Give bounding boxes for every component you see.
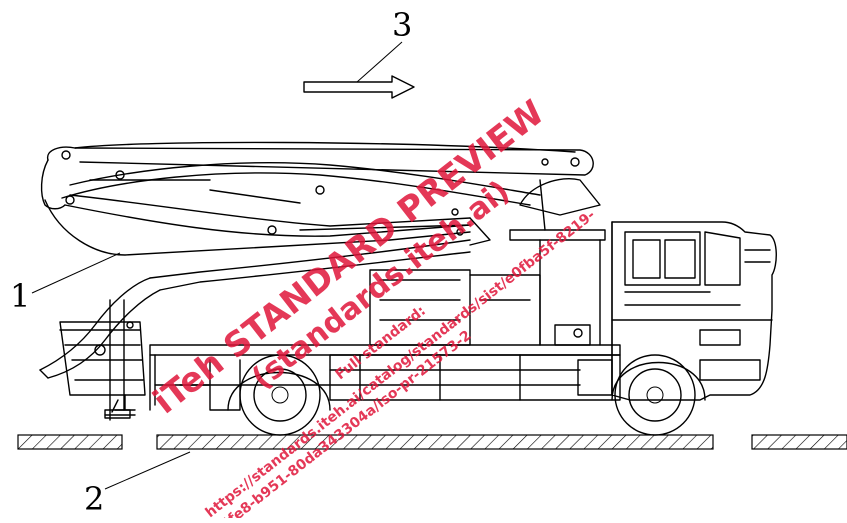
travel-direction-arrow [303,75,415,99]
rear-wheel [239,354,321,436]
cab-window-front [704,231,741,286]
callout-2: 2 [84,480,104,518]
leader-lines [31,41,403,490]
watermark-line-5: 4fe8-b951-80da343304a/iso-pr-21573-2 [218,328,475,518]
cab-window-rear [624,231,701,286]
watermark: iTeh STANDARD PREVIEW (standards.iteh.ai… [146,93,599,523]
ground-strips [17,434,847,450]
placing-boom [39,141,606,379]
leader-line-2 [104,451,191,490]
front-wheel [614,354,696,436]
truck-chassis [104,269,621,436]
ground-strip-left [17,434,123,450]
pump-unit [59,299,146,421]
leader-line-1 [31,252,121,294]
callout-1: 1 [10,277,30,315]
leader-line-3 [356,41,403,83]
ground-strip-right [751,434,847,450]
callout-3: 3 [392,6,412,44]
ground-strip-middle [156,434,714,450]
truck-cab [577,221,777,436]
